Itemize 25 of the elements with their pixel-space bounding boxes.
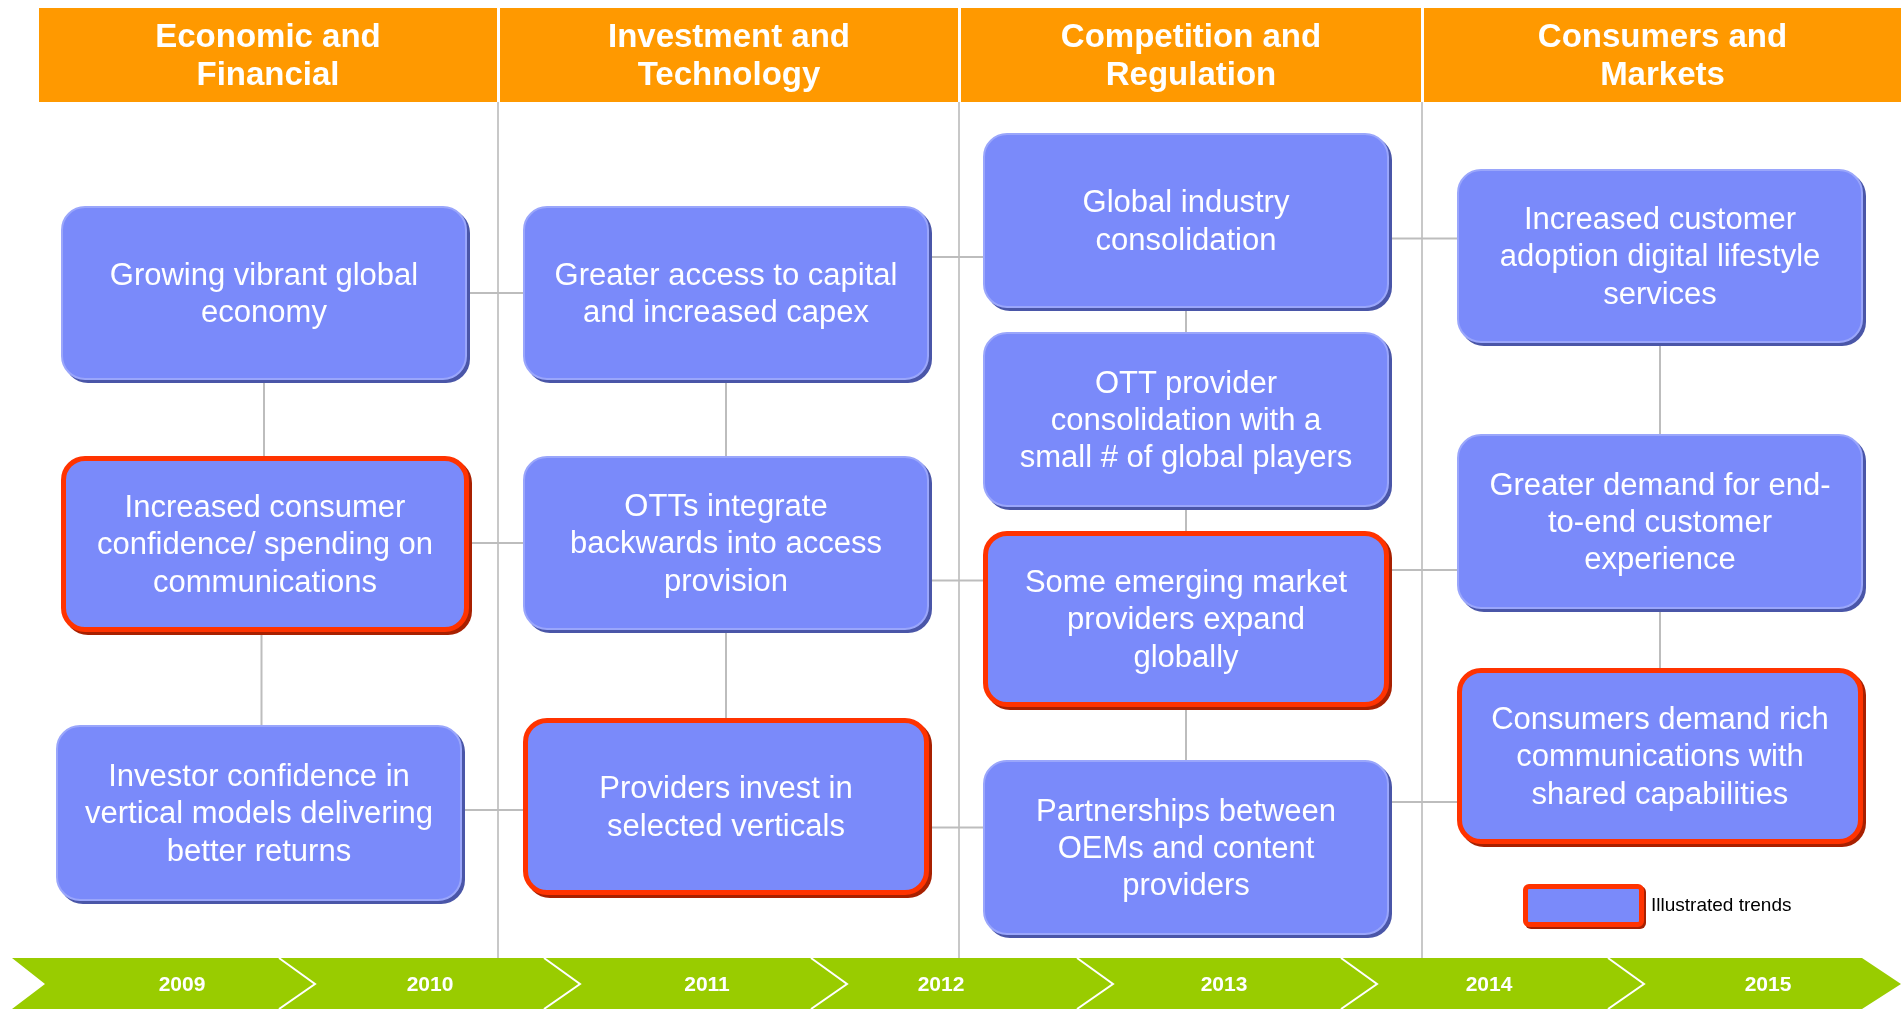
highlighted-trend-box: Providers invest in selected verticals — [523, 718, 929, 895]
year-label: 2011 — [684, 972, 730, 996]
year-label: 2014 — [1465, 972, 1513, 996]
trend-box: Investor confidence in vertical models delivering better returns — [56, 725, 462, 901]
highlighted-trend-box: Increased consumer confidence/ spending on communications — [61, 456, 469, 632]
legend-label: Illustrated trends — [1651, 894, 1792, 916]
column-header: Competition and Regulation — [961, 8, 1421, 102]
trend-box: Partnerships between OEMs and content providers — [983, 760, 1389, 935]
highlighted-trend-box: Some emerging market providers expand globally — [983, 531, 1389, 707]
year-label: 2009 — [158, 972, 206, 996]
year-label: 2013 — [1200, 972, 1248, 996]
trend-box: OTT provider consolidation with a small # of global players — [983, 332, 1389, 507]
column-header: Economic and Financial — [39, 8, 497, 102]
trend-box: Greater demand for end-to-end customer experience — [1457, 434, 1863, 609]
year-label: 2012 — [917, 972, 965, 996]
trend-box: Global industry consolidation — [983, 133, 1389, 308]
column-header: Investment and Technology — [500, 8, 958, 102]
column-header: Consumers and Markets — [1424, 8, 1901, 102]
year-label: 2015 — [1744, 972, 1792, 996]
year-label: 2010 — [406, 972, 454, 996]
trend-box: OTTs integrate backwards into access provision — [523, 456, 929, 630]
trend-box: Growing vibrant global economy — [61, 206, 467, 380]
highlighted-trend-box: Consumers demand rich communications with shared capabilities — [1457, 668, 1863, 844]
trend-box: Increased customer adoption digital lifestyle services — [1457, 169, 1863, 343]
trend-box: Greater access to capital and increased capex — [523, 206, 929, 380]
